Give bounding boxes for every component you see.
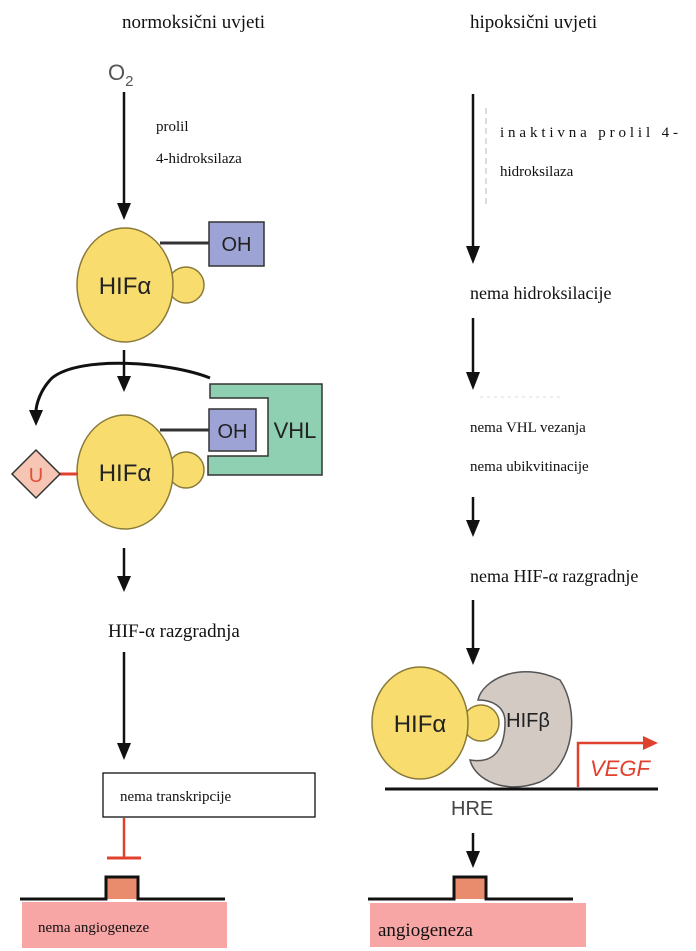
membrane-left: nema angiogeneze [20,875,227,948]
arrow-to-degradation [117,548,131,592]
hif-beta-label: HIFβ [506,710,550,732]
hre-label: HRE [451,798,493,820]
ubiquitin-tag: U [10,448,78,500]
oh-group-2 [208,408,257,452]
no-transcription-box: nema transkripcije [102,772,316,818]
inhibition-symbol [107,818,141,860]
header-normoxic: normoksični uvjeti [122,12,265,33]
ubiquitin-label: U [29,465,43,487]
inactive-enzyme-line2: hidroksilaza [500,164,574,180]
no-hydroxylation-label: nema hidroksilacije [470,283,611,303]
vegf-promoter: VEGF [576,736,658,787]
vhl-label: VHL [274,418,317,443]
oh-group-1 [208,221,265,267]
arrow-to-no-transcription [117,652,131,760]
arrow-right-5 [466,833,480,868]
no-transcription-label: nema transkripcije [120,789,232,805]
inactive-enzyme-line1: inaktivna prolil 4- [500,125,678,141]
no-ubiquitination-label: nema ubikvitinacije [470,459,589,475]
arrow-right-1 [466,94,480,264]
arrow-o2-to-hif [117,92,131,220]
hif-alpha-label-1: HIFα [99,273,152,300]
arrow-right-3 [466,497,480,537]
vegf-label: VEGF [590,756,651,781]
enzyme-label-line1: prolil [156,119,189,135]
hif-alpha-vhl-bound: OH HIFα [76,408,257,530]
hif-alpha-label-3: HIFα [394,711,447,738]
arrow-ubiquitination [29,361,211,426]
oh-label-2: OH [218,421,248,443]
membrane-right: angiogeneza [368,875,586,947]
hif-beta-shape [468,671,573,788]
enzyme-label-line2: 4-hidroksilaza [156,151,242,167]
no-angiogenesis-label: nema angiogeneze [38,920,150,936]
arrow-right-2 [466,318,480,390]
hif-alpha-label-2: HIFα [99,460,152,487]
hif-alpha-hydroxylated: OH HIFα [76,221,265,343]
hif-alpha-dimer-shape [371,666,469,780]
oh-label-1: OH [222,234,252,256]
o2-label: O2 [108,60,133,90]
arrow-right-4 [466,600,480,665]
arrow-hif-to-vhl-complex [117,350,131,392]
no-vhl-binding-label: nema VHL vezanja [470,420,586,436]
no-angiogenesis-box [22,902,227,948]
no-degradation-label: nema HIF-α razgradnje [470,566,638,586]
vhl-complex: VHL [207,383,323,476]
header-hypoxic: hipoksični uvjeti [470,12,597,33]
hif-dimer-complex: HIFβ HIFα [371,666,573,788]
degradation-label: HIF-α razgradnja [108,621,240,642]
angiogenesis-box [370,903,586,947]
angiogenesis-label: angiogeneza [378,920,474,941]
